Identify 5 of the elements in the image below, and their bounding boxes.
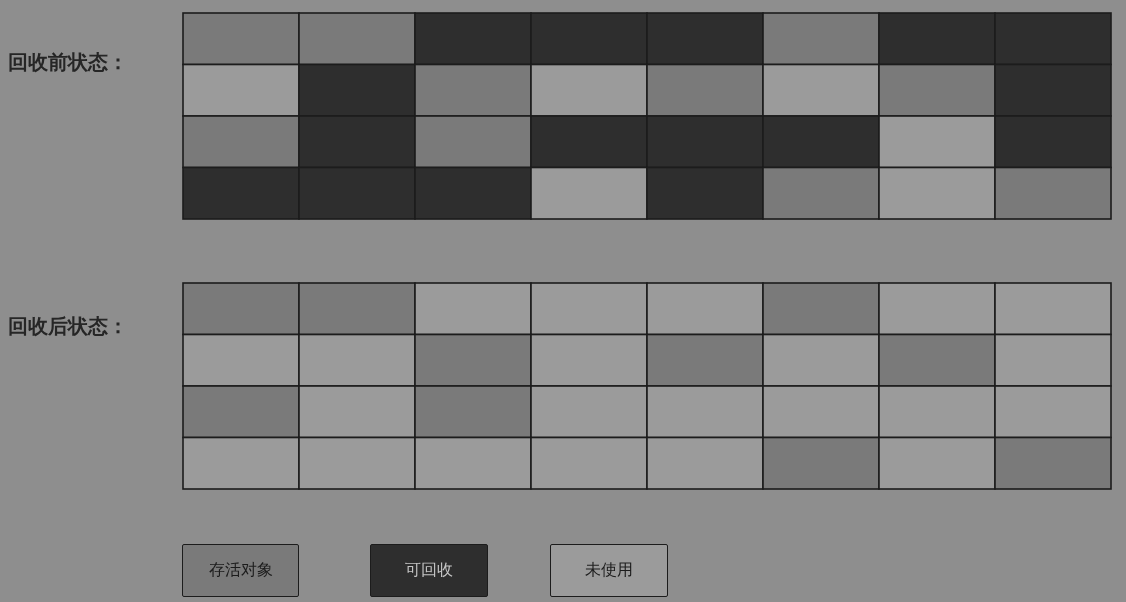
section-label: 回收前状态：	[8, 50, 128, 74]
legend-key: 未使用	[550, 544, 668, 597]
legend-key: 可回收	[370, 544, 488, 597]
section-label: 回收后状态：	[8, 314, 128, 338]
legend-key: 存活对象	[182, 544, 299, 597]
